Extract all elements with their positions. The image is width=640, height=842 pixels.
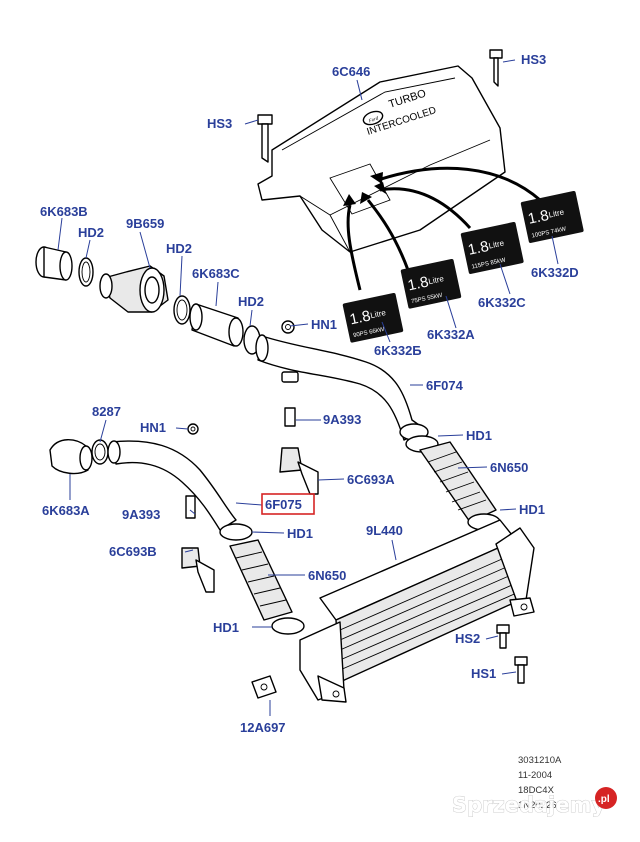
label-hd2-c: HD2	[238, 294, 264, 309]
bracket-6c693b	[181, 547, 215, 593]
label-hs1: HS1	[471, 666, 496, 681]
hose-6n650-a	[419, 441, 497, 523]
meta-ref: 3031210A	[518, 755, 562, 766]
label-hd2-b: HD2	[166, 241, 192, 256]
watermark-badge	[595, 787, 617, 809]
badge-d-small: Litre	[548, 207, 566, 219]
pipe-6f074	[255, 334, 429, 441]
label-6f075: 6F075	[265, 497, 302, 512]
label-hd1-c: HD1	[287, 526, 313, 541]
nut-hn1-b	[187, 423, 199, 435]
sensor-12a697	[251, 675, 277, 699]
label-hs2: HS2	[455, 631, 480, 646]
badge-6k332b: 1.8 Litre 90PS 66kW	[342, 292, 404, 343]
label-9a393-b: 9A393	[122, 507, 160, 522]
bolt-hs3-left	[257, 114, 273, 163]
resonator-9b659	[99, 265, 169, 313]
label-9a393-a: 9A393	[323, 412, 361, 427]
watermark-suffix: .pl	[598, 794, 610, 805]
ford-logo: Ford	[367, 116, 379, 125]
label-6k332a: 6K332A	[427, 327, 475, 342]
badge-c-big: 1.8	[466, 238, 490, 259]
clamp-hd2-a	[78, 257, 94, 287]
labels: HS3 6C646 HS3 6K683B 9B659 HD2 HD2 6K683…	[40, 52, 579, 735]
badge-a-big: 1.8	[406, 273, 430, 294]
badge-a-small: Litre	[428, 274, 446, 286]
badge-6k332d: 1.8 Litre 100PS 74kW	[520, 190, 584, 243]
label-8287: 8287	[92, 404, 121, 419]
label-6k332b: 6K332Б	[374, 343, 422, 358]
label-6f074: 6F074	[426, 378, 464, 393]
clamp-hd2-b	[173, 295, 191, 325]
label-hd1-a: HD1	[466, 428, 492, 443]
label-6k332c: 6K332C	[478, 295, 526, 310]
hose-6n650-b	[229, 539, 293, 621]
label-6c693a: 6C693A	[347, 472, 395, 487]
hose-6k683b	[35, 246, 73, 281]
label-6k683c: 6K683C	[192, 266, 240, 281]
hose-6k683a	[49, 439, 93, 475]
diagram-meta: 3031210A 11-2004 18DC4X 1N20226	[518, 755, 562, 811]
label-hs3-left: HS3	[207, 116, 232, 131]
label-hn1-b: HN1	[140, 420, 166, 435]
bolt-hs2	[496, 624, 510, 649]
badge-6k332c: 1.8 Litre 115PS 85kW	[460, 221, 524, 274]
badge-6k332a: 1.8 Litre 75PS 55kW	[400, 258, 462, 309]
badge-c-small: Litre	[488, 238, 506, 250]
label-hs3-top: HS3	[521, 52, 546, 67]
intercooler-9l440	[299, 519, 535, 703]
label-6k683b: 6K683B	[40, 204, 88, 219]
clamp-hd1-c	[219, 523, 253, 541]
meta-code2: 1N20226	[518, 800, 557, 811]
leader-lines	[57, 59, 559, 716]
label-hd2-a: HD2	[78, 225, 104, 240]
stud-9a393-b	[185, 495, 196, 519]
badge-b-small: Litre	[370, 308, 388, 320]
clamp-8287	[91, 439, 109, 465]
label-6c693b: 6C693B	[109, 544, 157, 559]
label-6n650-b: 6N650	[308, 568, 346, 583]
bolt-hs1	[514, 656, 528, 684]
meta-date: 11-2004	[518, 770, 552, 781]
bolt-hs3-top	[489, 49, 503, 87]
label-hd1-b: HD1	[519, 502, 545, 517]
label-6k332d: 6K332D	[531, 265, 579, 280]
highlight-box-6f075	[261, 493, 315, 515]
badge-arrows	[346, 166, 541, 291]
meta-code: 18DC4X	[518, 785, 555, 796]
bracket-6c693a	[279, 447, 319, 495]
stud-9a393-a	[284, 407, 296, 427]
hose-6k683c	[189, 303, 244, 347]
watermark: Sprzedajemy .pl	[452, 787, 617, 817]
label-6n650-a: 6N650	[490, 460, 528, 475]
label-9l440: 9L440	[366, 523, 403, 538]
watermark-text: Sprzedajemy	[452, 793, 606, 817]
label-6c646: 6C646	[332, 64, 370, 79]
badge-b-big: 1.8	[348, 307, 372, 328]
label-9b659: 9B659	[126, 216, 164, 231]
label-hn1-a: HN1	[311, 317, 337, 332]
badge-d-big: 1.8	[526, 207, 550, 228]
clamp-hd1-d	[271, 617, 305, 635]
label-hd1-d: HD1	[213, 620, 239, 635]
label-6k683a: 6K683A	[42, 503, 90, 518]
label-12a697: 12A697	[240, 720, 286, 735]
nut-hn1-a	[281, 320, 295, 334]
